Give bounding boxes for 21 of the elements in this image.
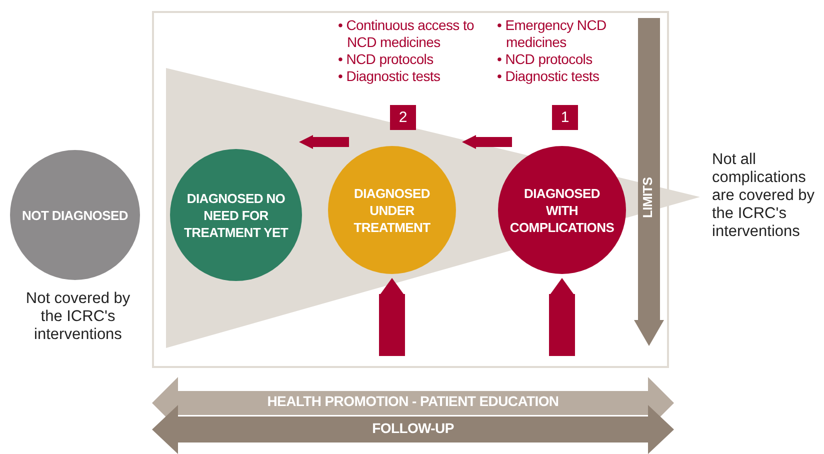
- bullet-item: • NCD protocols: [497, 51, 594, 68]
- bullet-item: • Continuous access to NCD medicines: [338, 17, 476, 51]
- bullet-item: • Diagnostic tests: [497, 68, 600, 85]
- step-number-badge: 1: [552, 105, 578, 130]
- circle-label: DIAGNOSED WITH COMPLICATIONS: [509, 184, 615, 236]
- bullet-item: • Diagnostic tests: [338, 68, 442, 85]
- bullet-item: • Emergency NCD medicines: [497, 17, 608, 51]
- node-label: Not covered by the ICRC's interventions: [24, 290, 132, 344]
- arrow: [549, 278, 575, 356]
- circle-label: DIAGNOSED UNDER TREATMENT: [352, 184, 432, 236]
- bullet-item: • NCD protocols: [338, 51, 434, 68]
- band-label: FOLLOW-UP: [371, 420, 455, 436]
- note-text: Not all complications are covered by the ICRC's interventions: [712, 151, 816, 241]
- arrow-label: LIMITS: [640, 177, 655, 218]
- circle-label: DIAGNOSED NO NEED FOR TREATMENT YET: [183, 190, 290, 240]
- band-label: HEALTH PROMOTION - PATIENT EDUCATION: [266, 393, 560, 409]
- arrow: [379, 278, 405, 356]
- circle-label: NOT DIAGNOSED: [21, 206, 129, 224]
- arrow: [462, 135, 512, 149]
- arrow: [299, 135, 349, 149]
- step-number-badge: 2: [390, 105, 416, 130]
